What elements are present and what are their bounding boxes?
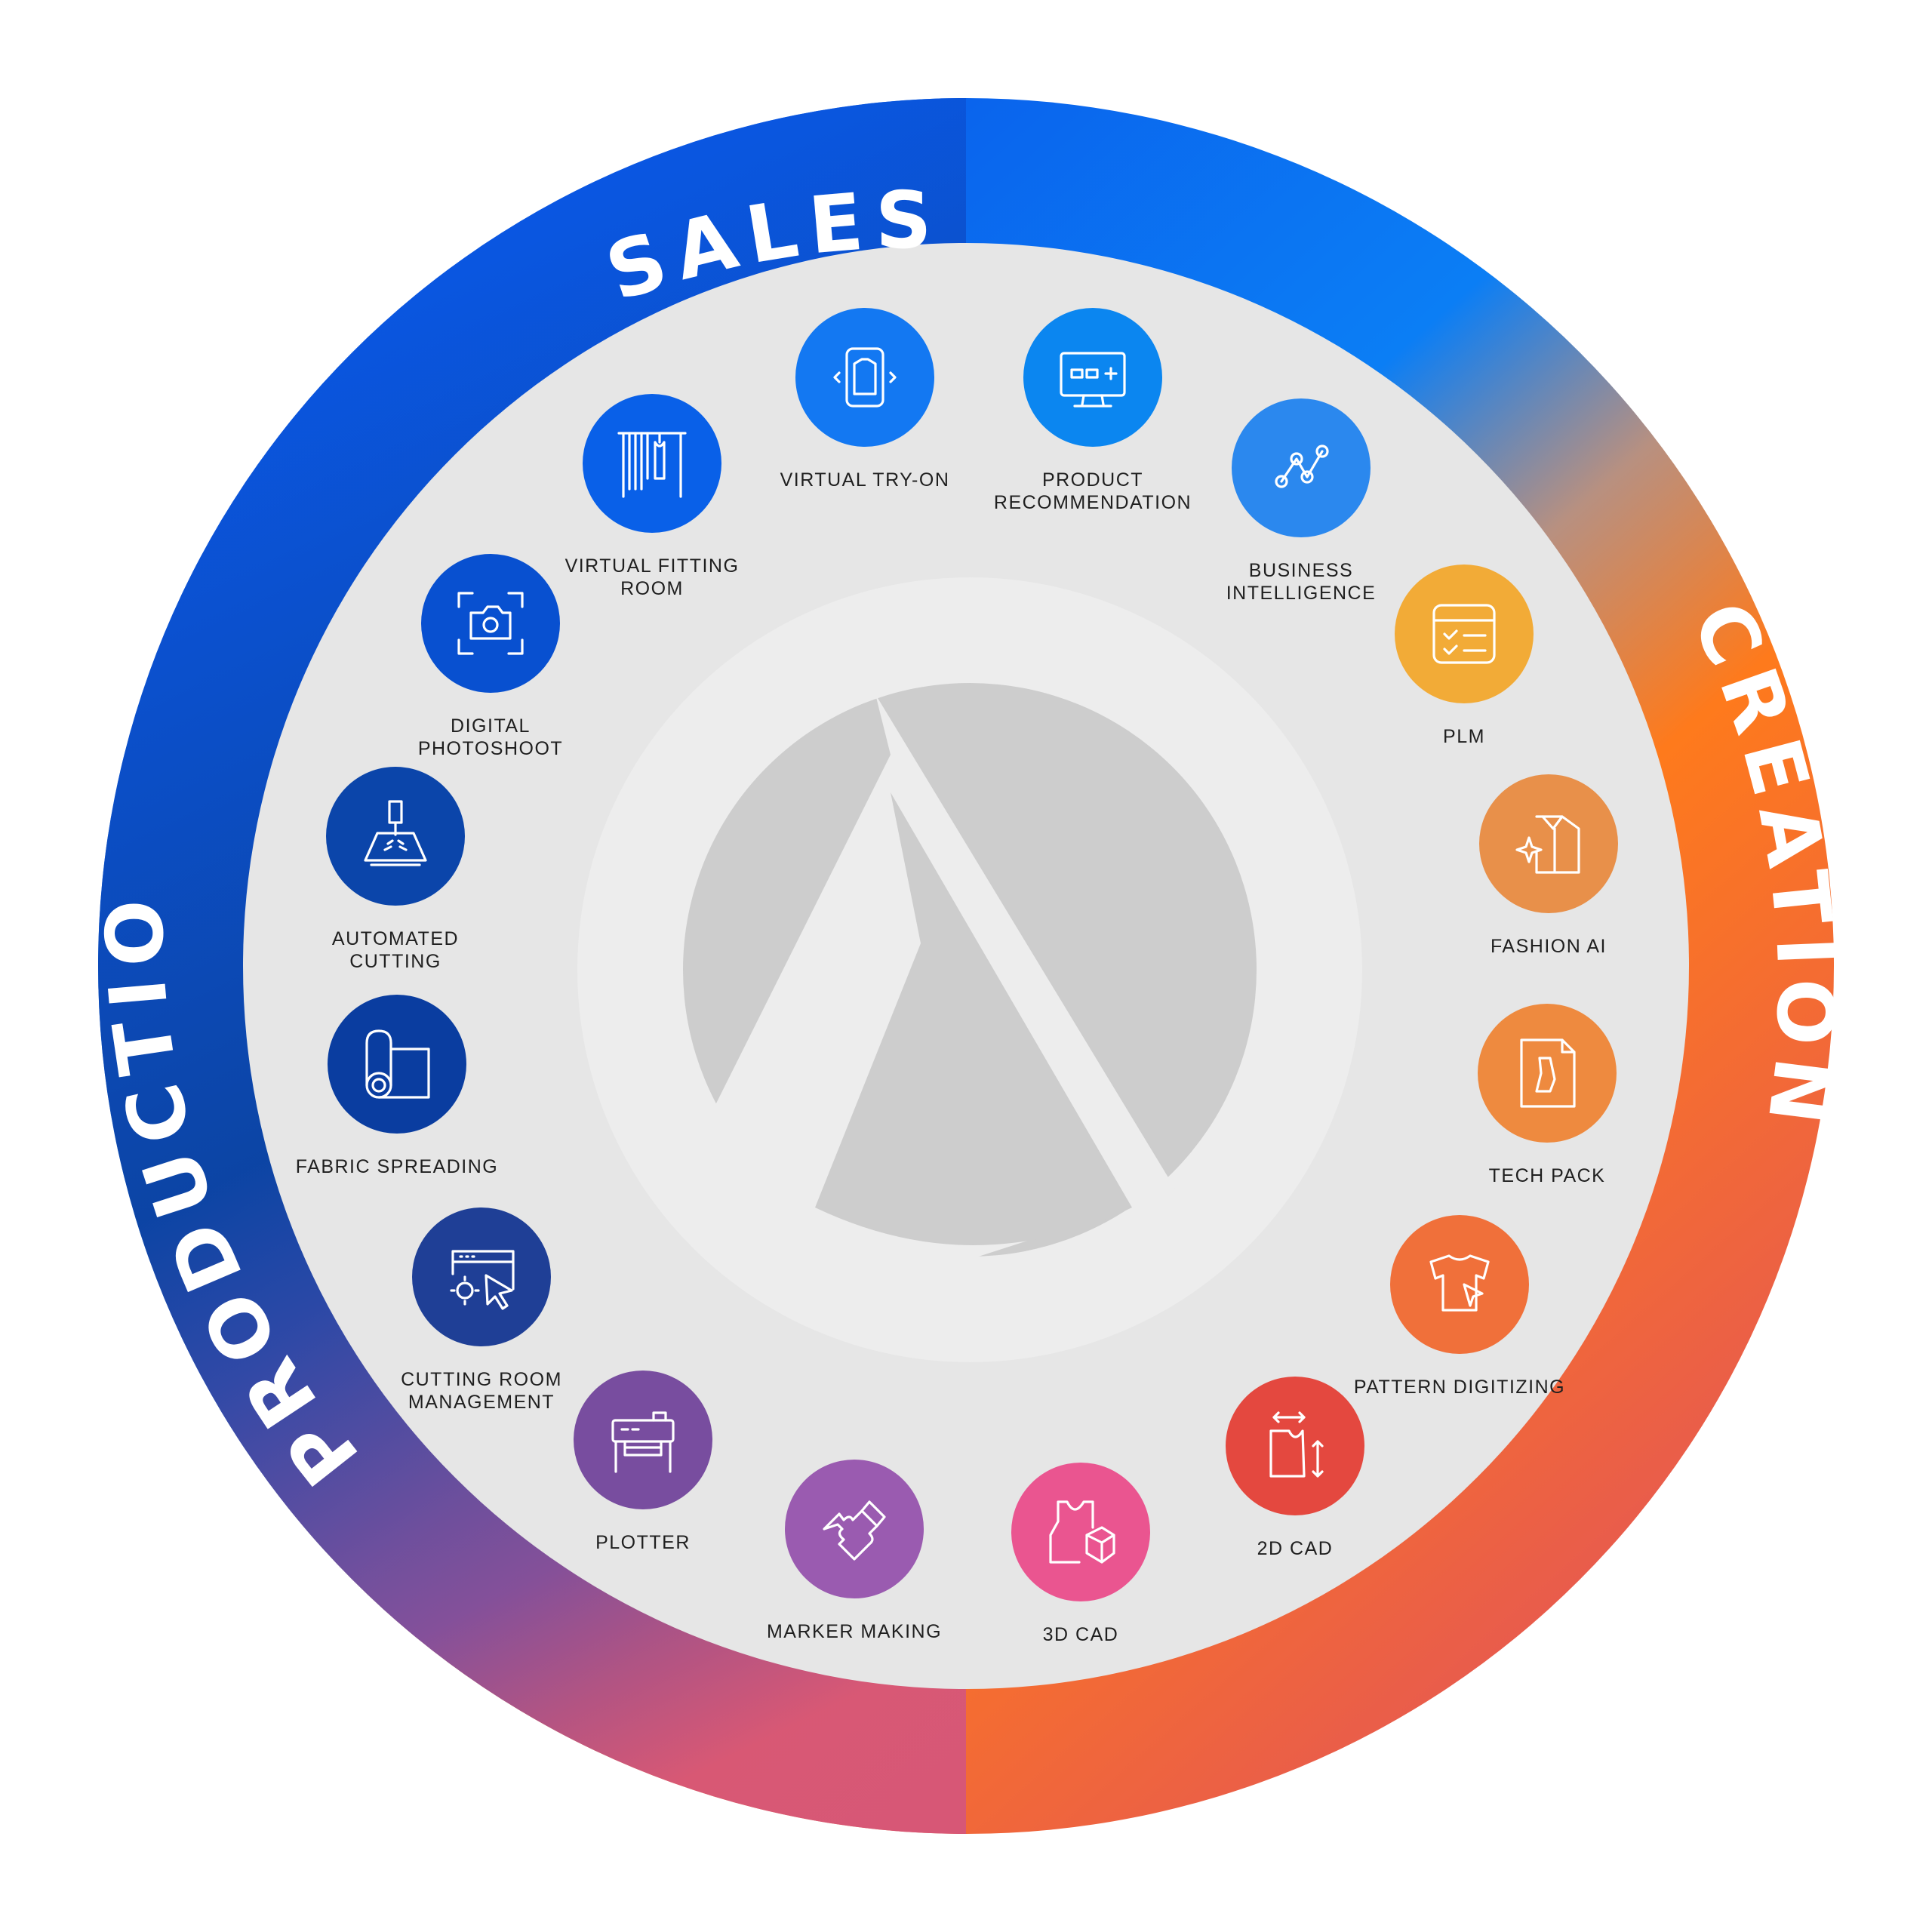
node-2d-cad: 2D CAD xyxy=(1226,1377,1364,1559)
node-label-line: INTELLIGENCE xyxy=(1226,583,1377,604)
node-label-line: MANAGEMENT xyxy=(408,1392,555,1413)
node-label-line: MARKER MAKING xyxy=(767,1621,942,1642)
node-label-line: AUTOMATED xyxy=(332,928,459,949)
pattern-cursor-icon xyxy=(1429,1254,1490,1312)
node-label-line: ROOM xyxy=(620,578,684,599)
node-label-line: PRODUCT xyxy=(1042,469,1143,491)
node-label: VIRTUAL TRY-ON xyxy=(780,469,950,491)
node-circle xyxy=(326,767,465,906)
phone-shirt-icon xyxy=(833,347,897,408)
pattern-measure-icon xyxy=(1269,1411,1324,1478)
node-label: PLM xyxy=(1443,726,1485,747)
center-logo xyxy=(577,577,1362,1362)
node-label: FASHION AI xyxy=(1491,936,1607,957)
node-label-line: FASHION AI xyxy=(1491,936,1607,957)
puzzle-icon xyxy=(823,1500,886,1561)
node-circle xyxy=(1395,565,1534,703)
browser-gear-cursor-icon xyxy=(450,1250,515,1310)
line-graph-icon xyxy=(1275,445,1329,488)
node-circle xyxy=(1011,1463,1150,1601)
node-pattern-digitizing: PATTERN DIGITIZING xyxy=(1354,1215,1565,1398)
node-label: 3D CAD xyxy=(1043,1624,1119,1645)
node-virtual-try-on: VIRTUAL TRY-ON xyxy=(780,308,950,491)
node-label-line: VIRTUAL TRY-ON xyxy=(780,469,950,491)
node-label: PATTERN DIGITIZING xyxy=(1354,1377,1565,1398)
node-label: FABRIC SPREADING xyxy=(296,1156,499,1177)
node-label-line: PLM xyxy=(1443,726,1485,747)
node-fabric-spreading: FABRIC SPREADING xyxy=(296,995,499,1177)
node-label: PLOTTER xyxy=(595,1532,691,1553)
fabric-roll-icon xyxy=(365,1029,430,1099)
node-label-line: PLOTTER xyxy=(595,1532,691,1553)
node-label-line: RECOMMENDATION xyxy=(994,492,1192,513)
monitor-cards-icon xyxy=(1060,352,1126,408)
cutting-machine-icon xyxy=(364,800,427,866)
node-label-line: CUTTING xyxy=(349,951,441,972)
node-label: MARKER MAKING xyxy=(767,1621,942,1642)
node-label-line: DIGITAL xyxy=(451,715,531,737)
document-garment-icon xyxy=(1520,1038,1576,1108)
node-plm: PLM xyxy=(1395,565,1534,747)
node-circle xyxy=(1390,1215,1529,1354)
node-circle xyxy=(328,995,466,1134)
node-label-line: PATTERN DIGITIZING xyxy=(1354,1377,1565,1398)
node-label-line: TECH PACK xyxy=(1489,1165,1606,1186)
node-circle xyxy=(1478,1004,1617,1143)
node-marker-making: MARKER MAKING xyxy=(767,1460,942,1642)
node-circle xyxy=(421,554,560,693)
node-3d-cad: 3D CAD xyxy=(1011,1463,1150,1645)
node-plotter: PLOTTER xyxy=(574,1371,712,1553)
node-tech-pack: TECH PACK xyxy=(1478,1004,1617,1186)
node-label: TECH PACK xyxy=(1489,1165,1606,1186)
checklist-window-icon xyxy=(1432,604,1496,664)
node-circle xyxy=(583,394,721,533)
node-label-line: 3D CAD xyxy=(1043,1624,1119,1645)
node-label-line: FABRIC SPREADING xyxy=(296,1156,499,1177)
node-fashion-ai: FASHION AI xyxy=(1479,774,1618,957)
node-label-line: PHOTOSHOOT xyxy=(418,738,563,759)
node-label-line: 2D CAD xyxy=(1257,1538,1334,1559)
node-label-line: CUTTING ROOM xyxy=(401,1369,562,1390)
plotter-icon xyxy=(611,1411,675,1473)
node-label-line: BUSINESS xyxy=(1249,560,1353,581)
camera-frame-icon xyxy=(457,592,524,655)
node-label-line: VIRTUAL FITTING xyxy=(565,555,740,577)
node-circle xyxy=(412,1208,551,1346)
node-circle xyxy=(785,1460,924,1598)
node-circle xyxy=(1226,1377,1364,1515)
node-circle xyxy=(1479,774,1618,913)
node-circle xyxy=(795,308,934,447)
shirt-sparkle-icon xyxy=(1515,815,1580,874)
node-label: 2D CAD xyxy=(1257,1538,1334,1559)
tank-top-cube-icon xyxy=(1049,1500,1115,1564)
node-circle xyxy=(574,1371,712,1509)
curtain-rack-icon xyxy=(617,432,687,498)
